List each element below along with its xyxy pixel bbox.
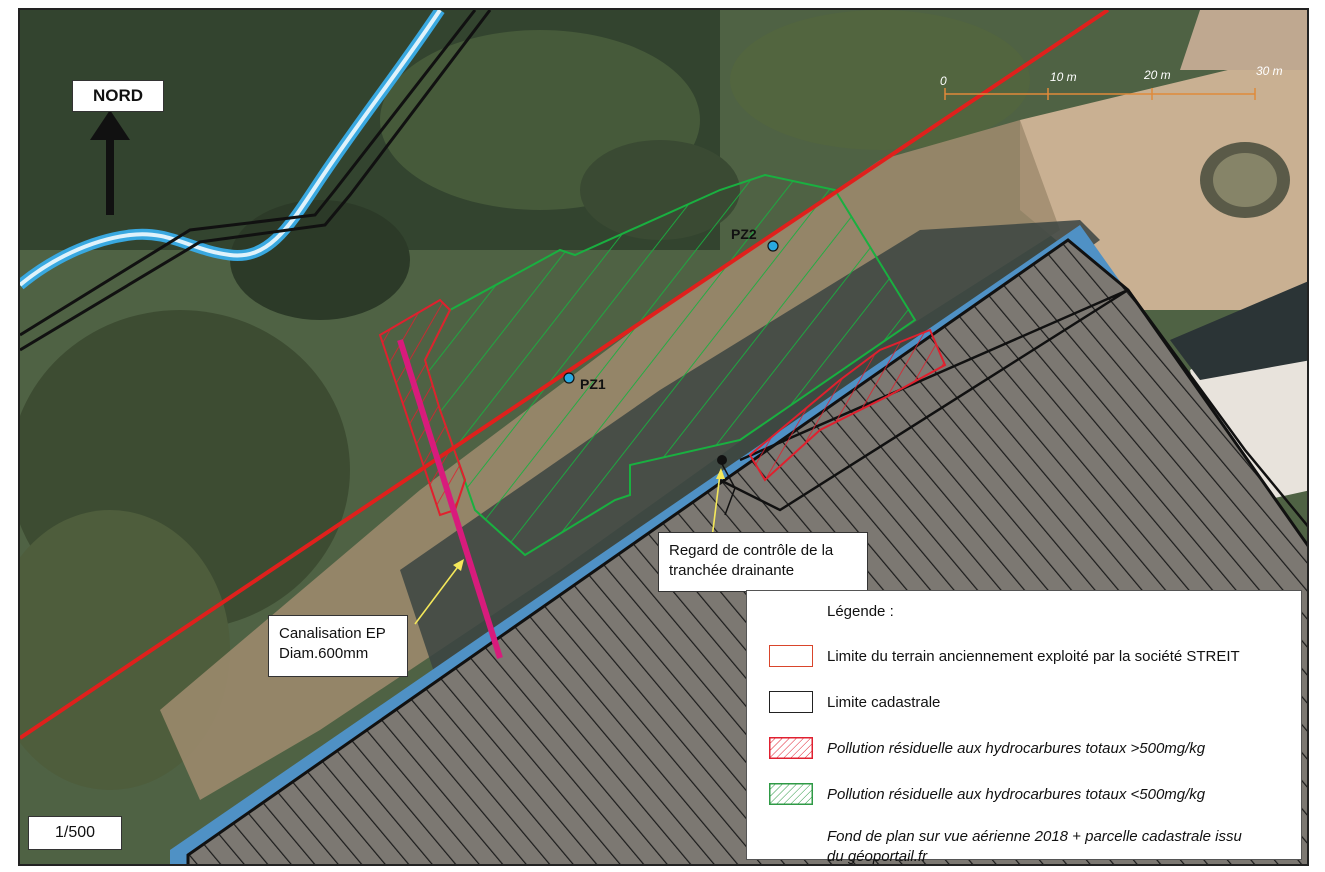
scale-label-20: 20 m: [1144, 68, 1171, 82]
regard-label-line1: Regard de contrôle de la: [669, 542, 834, 559]
scale-ratio: 1/500: [28, 816, 122, 850]
cadastral-inner-line-2: [1126, 289, 1307, 528]
map-frame: 0 10 m 20 m 30 m PZ1 PZ2 NORD 1/500 Cana…: [18, 8, 1309, 866]
regard-label: Regard de contrôle de la tranchée draina…: [658, 532, 868, 592]
canalisation-label: Canalisation EP Diam.600mm: [268, 615, 408, 677]
north-label: NORD: [72, 80, 164, 112]
building-shadow: [1170, 281, 1307, 380]
legend-swatch-red-hatch: [769, 737, 813, 759]
legend: Légende : Limite du terrain anciennement…: [746, 590, 1302, 864]
canal-callout-arrowhead: [453, 559, 464, 571]
ep-pipe: [397, 339, 503, 659]
canalisation-label-line2: Diam.600mm: [279, 645, 369, 662]
legend-swatch-red-outline: [769, 645, 813, 667]
north-arrow-icon: [90, 110, 130, 215]
scale-bar: [944, 88, 1256, 100]
pz2-point[interactable]: [767, 240, 779, 252]
legend-note-line2: du géoportail.fr: [827, 848, 928, 865]
trench-line: [721, 463, 736, 516]
cadastral-inner-line: [719, 288, 1129, 512]
legend-item-high-pollution: Pollution résiduelle aux hydrocarbures t…: [769, 735, 1205, 761]
legend-label-exploited-limit: Limite du terrain anciennement exploité …: [827, 647, 1240, 665]
stream: [20, 10, 445, 290]
legend-label-cadastral: Limite cadastrale: [827, 693, 941, 711]
legend-item-exploited-limit: Limite du terrain anciennement exploité …: [769, 643, 1240, 669]
pz1-point[interactable]: [563, 372, 575, 384]
legend-note-line1: Fond de plan sur vue aérienne 2018 + par…: [827, 828, 1242, 845]
exploited-terrain-limit: [20, 10, 1110, 740]
pz1-label: PZ1: [580, 376, 606, 392]
scale-label-30: 30 m: [1256, 64, 1283, 78]
canal-callout-line: [414, 563, 461, 625]
legend-swatch-black-outline: [769, 691, 813, 713]
legend-source-note: Fond de plan sur vue aérienne 2018 + par…: [827, 827, 1297, 865]
aerial-map[interactable]: [20, 10, 1309, 866]
legend-swatch-green-hatch: [769, 783, 813, 805]
scale-label-10: 10 m: [1050, 70, 1077, 84]
legend-label-high-pollution: Pollution résiduelle aux hydrocarbures t…: [827, 739, 1206, 757]
inspection-point[interactable]: [717, 455, 727, 465]
regard-label-line2: tranchée drainante: [669, 562, 795, 579]
legend-label-low-pollution: Pollution résiduelle aux hydrocarbures t…: [827, 785, 1206, 803]
regard-callout-line: [711, 473, 721, 539]
canalisation-label-line1: Canalisation EP: [279, 625, 386, 642]
high-pollution-zone-east: [748, 328, 947, 482]
legend-item-cadastral: Limite cadastrale: [769, 689, 940, 715]
legend-item-low-pollution: Pollution résiduelle aux hydrocarbures t…: [769, 781, 1205, 807]
regard-callout-arrowhead: [716, 468, 725, 479]
legend-title: Légende :: [827, 603, 894, 620]
cadastral-lines-upper: [20, 10, 492, 352]
pz2-label: PZ2: [731, 226, 757, 242]
scale-label-0: 0: [940, 74, 947, 88]
